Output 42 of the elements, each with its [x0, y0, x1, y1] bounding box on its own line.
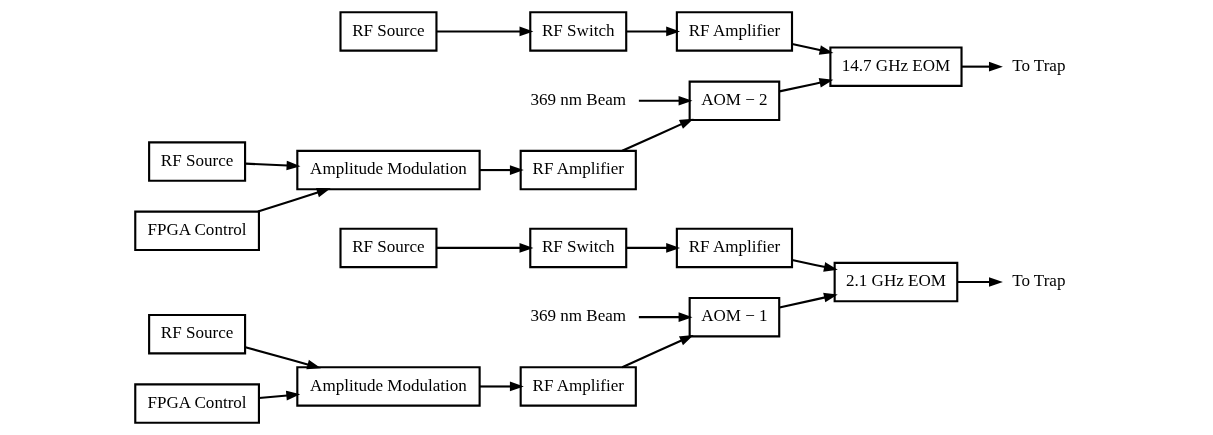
- arrow: [245, 346, 321, 370]
- node-box: RF Amplifier: [675, 11, 794, 52]
- node-box: RF Source: [339, 11, 438, 52]
- node-box: RF Switch: [529, 11, 628, 52]
- node-text: To Trap: [1012, 271, 1066, 291]
- arrow: [791, 42, 834, 55]
- arrow: [791, 258, 838, 272]
- node-box: RF Source: [148, 141, 247, 182]
- arrow: [621, 118, 694, 152]
- arrow: [257, 187, 331, 213]
- node-text: To Trap: [1012, 55, 1066, 75]
- node-box: RF Source: [339, 227, 438, 269]
- node-text: 369 nm Beam: [530, 89, 627, 109]
- arrow: [626, 26, 681, 37]
- arrow: [638, 312, 693, 323]
- arrow: [621, 335, 694, 369]
- node-box: RF Amplifier: [519, 366, 637, 407]
- arrow: [957, 277, 1003, 287]
- node-box: FPGA Control: [134, 383, 260, 424]
- arrow: [638, 95, 693, 106]
- arrow: [479, 165, 524, 175]
- node-text: 369 nm Beam: [530, 306, 627, 326]
- arrow: [245, 160, 301, 171]
- node-box: Amplitude Modulation: [296, 149, 481, 191]
- node-box: 14.7 GHz EOM: [829, 46, 963, 87]
- node-box: Amplitude Modulation: [296, 366, 481, 407]
- arrow: [961, 61, 1003, 72]
- node-box: AOM − 1: [688, 296, 781, 338]
- arrow: [779, 292, 838, 309]
- arrow: [479, 381, 524, 392]
- node-box: RF Switch: [529, 227, 628, 269]
- arrow: [436, 243, 534, 253]
- arrow: [436, 26, 534, 37]
- node-box: FPGA Control: [134, 210, 260, 252]
- arrow: [626, 243, 681, 253]
- node-box: AOM − 2: [688, 80, 781, 121]
- node-box: RF Amplifier: [519, 149, 637, 191]
- node-box: 2.1 GHz EOM: [833, 261, 959, 303]
- arrow: [259, 390, 301, 401]
- arrow: [779, 77, 834, 93]
- node-box: RF Source: [148, 314, 247, 355]
- node-box: RF Amplifier: [675, 227, 794, 269]
